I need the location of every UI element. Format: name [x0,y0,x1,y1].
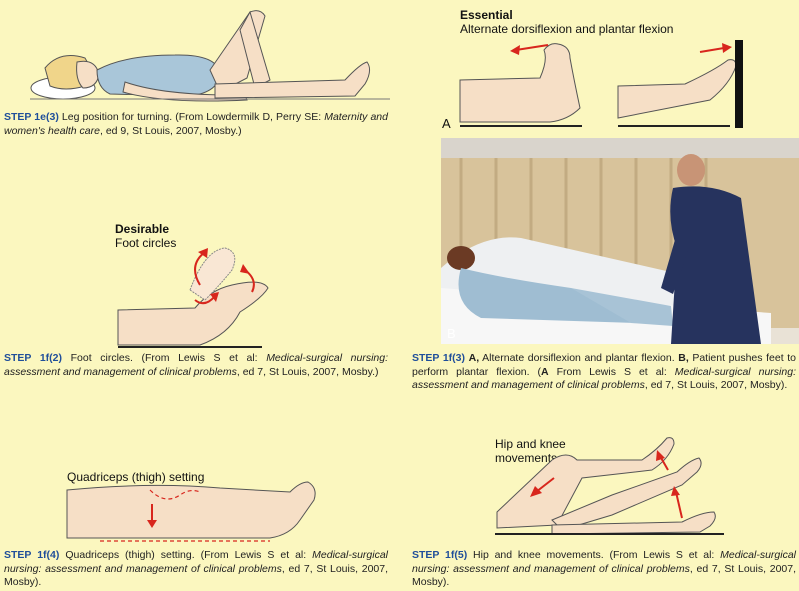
caption-book-title: Medical-surgical nursing: assessment and… [4,549,389,575]
caption-text: , ed 7, St Louis, 2007, Mosby). [4,562,389,589]
quadriceps-illustration [66,481,316,542]
caption-book-title: Medical-surgical nursing: assessment and… [412,365,796,392]
caption-text: , ed 7, St Louis, 2007, Mosby). [644,379,788,391]
caption-text: , ed 9, St Louis, 2007, Mosby.) [99,124,242,137]
hip-knee-line2: movements [495,451,558,465]
caption-book-title: Medical-surgical nursing: assessment and… [4,352,388,378]
quadriceps-label: Quadriceps (thigh) setting [67,470,205,484]
caption-step-1f3: STEP 1f(3) A, Alternate dorsiflexion and… [412,352,796,393]
panel-quadriceps: Quadriceps (thigh) setting STEP 1f(4) Qu… [0,460,400,591]
dorsiflexion-illustration [459,40,743,128]
foot-circles-subheading: Foot circles [115,236,177,250]
step-label: STEP 1f(4) [4,549,60,561]
essential-heading: Essential [460,8,513,22]
caption-text: Alternate dorsiflexion and plantar flexi… [479,352,679,364]
step-label: STEP 1f(2) [4,352,63,364]
panel-hip-knee: Hip and knee movements STEP 1f(5) Hip an… [412,430,799,591]
step-label: STEP 1f(5) [412,549,468,561]
hip-knee-line1: Hip and knee [495,437,566,451]
caption-step-1f2: STEP 1f(2) Foot circles. (From Lewis S e… [4,352,388,379]
label-a: A, [468,352,480,364]
caption-text: Hip and knee movements. (From Lewis S et… [473,549,721,561]
caption-step-1f5: STEP 1f(5) Hip and knee movements. (From… [412,549,796,590]
label-a-ref: A [541,365,549,378]
step-label: STEP 1f(3) [412,352,466,364]
step-label: STEP 1e(3) [4,111,59,123]
label-b: B, [678,352,689,364]
hip-knee-label: Hip and knee movements [495,437,566,465]
essential-label: Essential Alternate dorsiflexion and pla… [460,8,673,36]
panel-leg-position: STEP 1e(3) Leg position for turning. (Fr… [0,0,400,150]
patient-photo [441,138,799,344]
caption-text: Leg position for turning. (From Lowdermi… [61,111,325,123]
figure-letter-b: B [447,326,456,341]
hip-knee-illustration [495,437,724,535]
caption-text: , ed 7, St Louis, 2007, Mosby). [412,562,797,589]
caption-text: Patient pushes feet to perform plantar f… [412,352,796,378]
caption-book-title: Maternity and women's health care [4,111,388,137]
caption-text: , ed 7, St Louis, 2007, Mosby.) [236,365,379,378]
foot-circles-illustration [117,247,269,348]
caption-text: Quadriceps (thigh) setting. (From Lewis … [65,549,313,561]
caption-book-title: Medical-surgical nursing: assessment and… [412,549,797,575]
desirable-heading: Desirable [115,222,170,236]
panel-essential: Essential Alternate dorsiflexion and pla… [440,0,799,135]
desirable-label: Desirable Foot circles [115,222,176,250]
caption-text: From Lewis S et al: [548,365,675,378]
panel-foot-circles: Desirable Foot circles STEP 1f(2) Foot c… [0,200,400,400]
caption-step-1e3: STEP 1e(3) Leg position for turning. (Fr… [4,111,388,138]
photo-panel-b: B [441,138,799,344]
figure-letter-a: A [442,116,451,131]
caption-step-1f4: STEP 1f(4) Quadriceps (thigh) setting. (… [4,549,388,590]
caption-text: Foot circles. (From Lewis S et al: [70,352,267,364]
essential-subheading: Alternate dorsiflexion and plantar flexi… [460,22,674,36]
leg-position-illustration [30,10,390,102]
